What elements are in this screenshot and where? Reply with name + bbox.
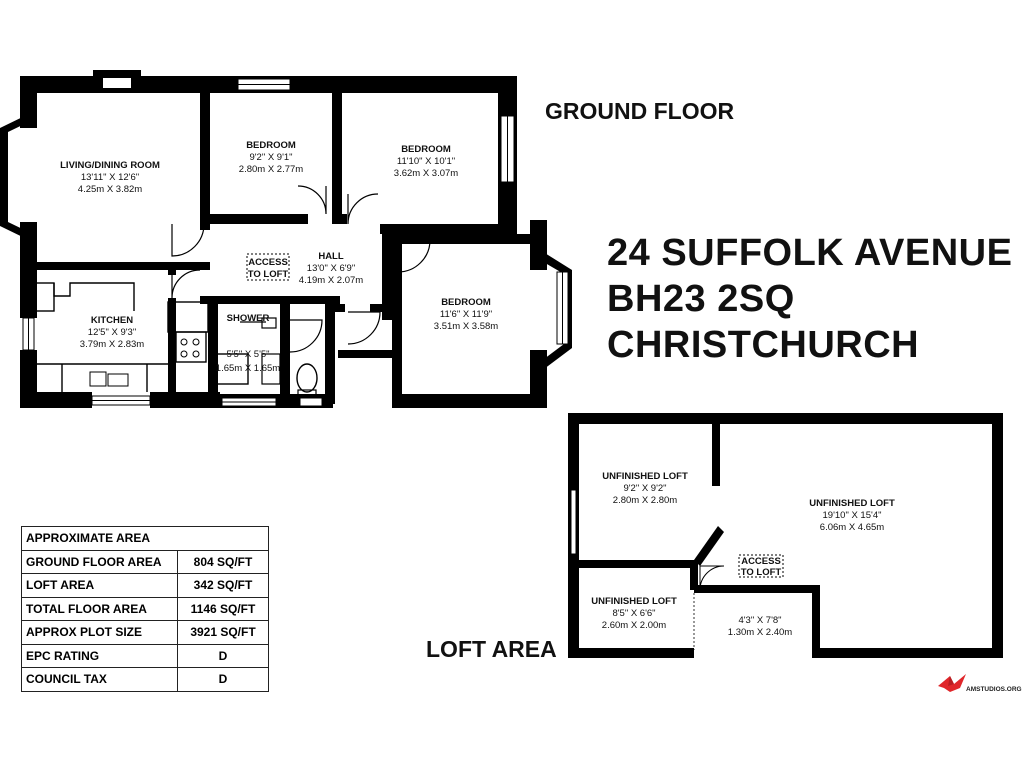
room-name: UNFINISHED LOFT [591, 596, 677, 607]
room-dim-imperial: 11'10" X 10'1" [397, 156, 455, 167]
room-name: BEDROOM [401, 144, 451, 155]
room-dim-metric: 2.80m X 2.80m [613, 495, 678, 506]
room-dim-metric: 4.25m X 3.82m [78, 184, 143, 195]
table-row: APPROX PLOT SIZE 3921 SQ/FT [21, 620, 269, 645]
room-name: UNFINISHED LOFT [809, 498, 895, 509]
room-dim-imperial: 8'5" X 6'6" [612, 608, 655, 619]
approximate-area-table: APPROXIMATE AREA GROUND FLOOR AREA 804 S… [21, 526, 269, 692]
room-dim-imperial: 9'2" X 9'1" [249, 152, 292, 163]
address-town: CHRISTCHURCH [607, 324, 920, 366]
door-swings [171, 185, 431, 353]
row-value: D [177, 643, 269, 668]
row-label: TOTAL FLOOR AREA [21, 596, 178, 621]
logo-text: AMSTUDIOS.ORG [966, 686, 1022, 693]
room-bedroom1: BEDROOM 9'2" X 9'1" 2.80m X 2.77m [239, 140, 304, 175]
table-row: TOTAL FLOOR AREA 1146 SQ/FT [21, 596, 269, 621]
room-loft3: UNFINISHED LOFT 8'5" X 6'6" 2.60m X 2.00… [591, 596, 677, 631]
room-name: UNFINISHED LOFT [602, 471, 688, 482]
room-dim-imperial: 19'10" X 15'4" [823, 510, 882, 521]
access-label-ground: ACCESS TO LOFT [248, 257, 289, 280]
row-value: 342 SQ/FT [177, 573, 269, 598]
access-hatch-loft [738, 554, 784, 578]
room-dim-imperial: 12'5" X 9'3" [88, 327, 136, 338]
address-postcode: BH23 2SQ [607, 278, 795, 320]
room-living: LIVING/DINING ROOM 13'11" X 12'6" 4.25m … [60, 160, 160, 195]
table-header: APPROXIMATE AREA [21, 526, 269, 551]
row-value: D [177, 667, 269, 692]
room-name: BEDROOM [441, 297, 491, 308]
loft-area-heading: LOFT AREA [426, 636, 557, 662]
row-label: LOFT AREA [21, 573, 178, 598]
room-dim-metric: 1.30m X 2.40m [728, 627, 793, 638]
loft-window [570, 489, 577, 555]
room-dim-metric: 3.62m X 3.07m [394, 168, 459, 179]
row-label: COUNCIL TAX [21, 667, 178, 692]
row-value: 804 SQ/FT [177, 549, 269, 574]
room-dim-metric: 3.79m X 2.83m [80, 339, 145, 350]
room-dim-metric: 1.65m X 1.65m [216, 363, 281, 374]
room-shower: SHOWER 5'5" X 5'5" 1.65m X 1.65m [216, 313, 281, 374]
room-dim-imperial: 5'5" X 5'5" [226, 349, 269, 360]
row-value: 3921 SQ/FT [177, 620, 269, 645]
room-name: LIVING/DINING ROOM [60, 160, 160, 171]
room-dim-imperial: 13'0" X 6'9" [307, 263, 355, 274]
access-line1: ACCESS [741, 556, 781, 567]
room-dim-imperial: 4'3" X 7'8" [738, 615, 781, 626]
room-bedroom3: BEDROOM 11'6" X 11'9" 3.51m X 3.58m [434, 297, 499, 332]
room-bedroom2: BEDROOM 11'10" X 10'1" 3.62m X 3.07m [394, 144, 459, 179]
ground-floor-heading: GROUND FLOOR [545, 98, 735, 124]
room-dim-metric: 4.19m X 2.07m [299, 275, 364, 286]
room-name: KITCHEN [91, 315, 133, 326]
table-row: GROUND FLOOR AREA 804 SQ/FT [21, 549, 269, 574]
row-label: APPROX PLOT SIZE [21, 620, 178, 645]
loft-door-swing [699, 565, 725, 591]
room-kitchen: KITCHEN 12'5" X 9'3" 3.79m X 2.83m [80, 315, 145, 350]
room-dim-imperial: 13'11" X 12'6" [81, 172, 139, 183]
room-name: SHOWER [227, 313, 270, 324]
room-hall: HALL 13'0" X 6'9" 4.19m X 2.07m [299, 251, 364, 286]
access-label-loft: ACCESS TO LOFT [741, 556, 782, 578]
access-line2: TO LOFT [741, 567, 782, 578]
row-value: 1146 SQ/FT [177, 596, 269, 621]
table-row: COUNCIL TAX D [21, 667, 269, 692]
address-street: 24 SUFFOLK AVENUE [607, 232, 1013, 274]
ground-floor-walls [0, 70, 572, 408]
room-name: BEDROOM [246, 140, 296, 151]
table-header-row: APPROXIMATE AREA [21, 526, 269, 551]
access-hatch-ground [246, 253, 290, 281]
room-dim-imperial: 11'6" X 11'9" [440, 309, 492, 320]
room-dim-metric: 6.06m X 4.65m [820, 522, 885, 533]
room-loft2: UNFINISHED LOFT 19'10" X 15'4" 6.06m X 4… [809, 498, 895, 533]
property-address: 24 SUFFOLK AVENUE BH23 2SQ CHRISTCHURCH [607, 230, 1012, 368]
room-dim-metric: 2.60m X 2.00m [602, 620, 667, 631]
ground-windows [22, 78, 569, 407]
access-line1: ACCESS [248, 257, 288, 268]
row-label: GROUND FLOOR AREA [21, 549, 178, 574]
room-dim-metric: 3.51m X 3.58m [434, 321, 499, 332]
table-row: EPC RATING D [21, 643, 269, 668]
table-row: LOFT AREA 342 SQ/FT [21, 573, 269, 598]
room-loft1: UNFINISHED LOFT 9'2" X 9'2" 2.80m X 2.80… [602, 471, 688, 506]
amstudios-logo-icon [938, 674, 966, 692]
access-line2: TO LOFT [248, 269, 289, 280]
room-dim-metric: 2.80m X 2.77m [239, 164, 304, 175]
room-name: HALL [318, 251, 344, 262]
room-dim-imperial: 9'2" X 9'2" [623, 483, 666, 494]
room-loft4: 4'3" X 7'8" 1.30m X 2.40m [728, 615, 793, 638]
row-label: EPC RATING [21, 643, 178, 668]
